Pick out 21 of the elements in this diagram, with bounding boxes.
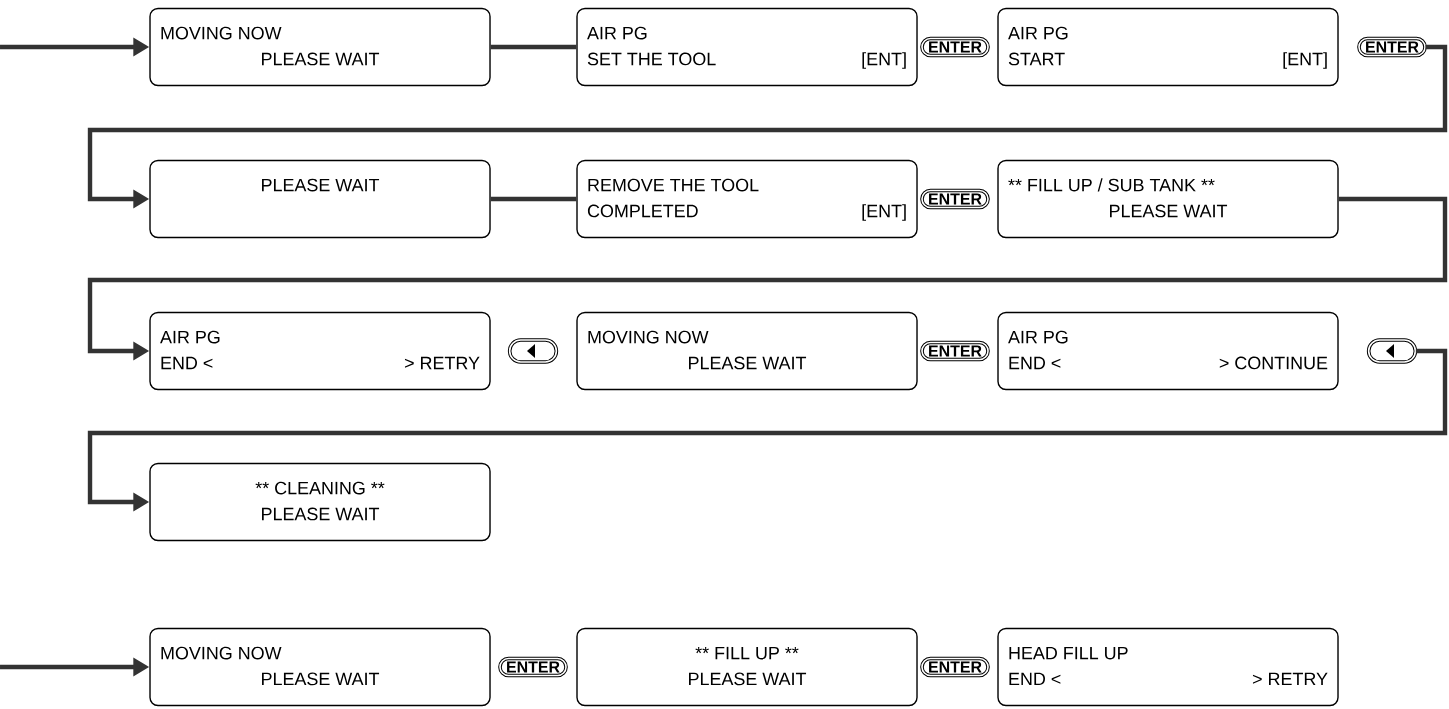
enter-key: ENTER — [920, 188, 990, 210]
enter-key: ENTER — [920, 36, 990, 58]
display-box: MOVING NOW PLEASE WAIT — [149, 627, 491, 707]
arrow-key — [1366, 338, 1418, 364]
display-box: ** FILL UP / SUB TANK ** PLEASE WAIT — [997, 159, 1339, 239]
enter-key: ENTER — [920, 656, 990, 678]
display-box: AIR PG END < > RETRY — [149, 311, 491, 391]
display-box: MOVING NOW PLEASE WAIT — [576, 311, 918, 391]
display-box: HEAD FILL UP END < > RETRY — [997, 627, 1339, 707]
display-box: ** FILL UP ** PLEASE WAIT — [576, 627, 918, 707]
enter-key: ENTER — [498, 656, 568, 678]
enter-key: ENTER — [1357, 36, 1427, 58]
display-box: REMOVE THE TOOL COMPLETED [ENT] — [576, 159, 918, 239]
display-box: ** CLEANING ** PLEASE WAIT — [149, 462, 491, 542]
arrow-key — [507, 338, 559, 364]
display-box: AIR PG START [ENT] — [997, 7, 1339, 87]
display-box: PLEASE WAIT — [149, 159, 491, 239]
display-box: MOVING NOW PLEASE WAIT — [149, 7, 491, 87]
display-box: AIR PG SET THE TOOL [ENT] — [576, 7, 918, 87]
enter-key: ENTER — [920, 340, 990, 362]
display-box: AIR PG END < > CONTINUE — [997, 311, 1339, 391]
